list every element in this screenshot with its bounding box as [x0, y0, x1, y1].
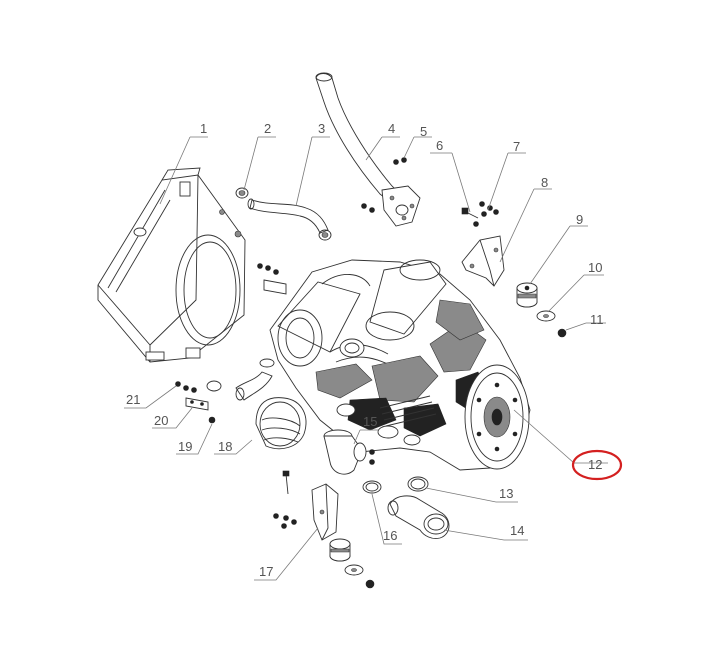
- part-labels: 1 2 3 4 5 6 7 8 9 10 11 12 13 14 15 16 1…: [126, 121, 604, 579]
- part-elbow-15[interactable]: [323, 429, 375, 475]
- label-10: 10: [588, 260, 602, 275]
- label-2: 2: [264, 121, 271, 136]
- part-upper-hose[interactable]: [247, 198, 332, 241]
- highlight-ring: [571, 449, 623, 481]
- part-exhaust-pipe[interactable]: [315, 72, 421, 227]
- label-4: 4: [388, 121, 395, 136]
- part-nut-11[interactable]: [557, 328, 567, 338]
- part-bolts-21[interactable]: [175, 380, 222, 393]
- part-nut-19[interactable]: [208, 416, 216, 424]
- label-11: 11: [590, 312, 604, 327]
- part-lower-mount-17[interactable]: [273, 470, 375, 589]
- part-plate-20[interactable]: [185, 397, 209, 411]
- label-19: 19: [178, 439, 192, 454]
- label-20: 20: [154, 413, 168, 428]
- label-14: 14: [510, 523, 524, 538]
- label-17: 17: [259, 564, 273, 579]
- part-bolts-7[interactable]: [473, 201, 499, 227]
- part-mount-bracket-8[interactable]: [461, 235, 505, 287]
- label-7: 7: [513, 139, 520, 154]
- part-clamp-13[interactable]: [407, 476, 429, 492]
- part-bolt-6[interactable]: [461, 207, 479, 219]
- part-intake-hose-18[interactable]: [235, 358, 307, 450]
- label-5: 5: [420, 124, 427, 139]
- part-bolt-strip[interactable]: [257, 263, 287, 295]
- part-clamp-2[interactable]: [235, 187, 249, 199]
- part-clamp-16[interactable]: [362, 480, 382, 494]
- part-outlet-pipe-14[interactable]: [387, 495, 450, 539]
- label-12: 12: [588, 457, 602, 472]
- part-engine-block[interactable]: [269, 259, 531, 471]
- label-8: 8: [541, 175, 548, 190]
- label-13: 13: [499, 486, 513, 501]
- label-1: 1: [200, 121, 207, 136]
- label-16: 16: [383, 528, 397, 543]
- label-9: 9: [576, 212, 583, 227]
- label-6: 6: [436, 138, 443, 153]
- label-21: 21: [126, 392, 140, 407]
- label-18: 18: [218, 439, 232, 454]
- label-15: 15: [363, 414, 377, 429]
- part-bolts-5[interactable]: [361, 157, 407, 213]
- part-washer-10[interactable]: [536, 310, 556, 322]
- part-radiator[interactable]: [97, 167, 246, 363]
- label-3: 3: [318, 121, 325, 136]
- part-rubber-mount-9[interactable]: [516, 282, 538, 308]
